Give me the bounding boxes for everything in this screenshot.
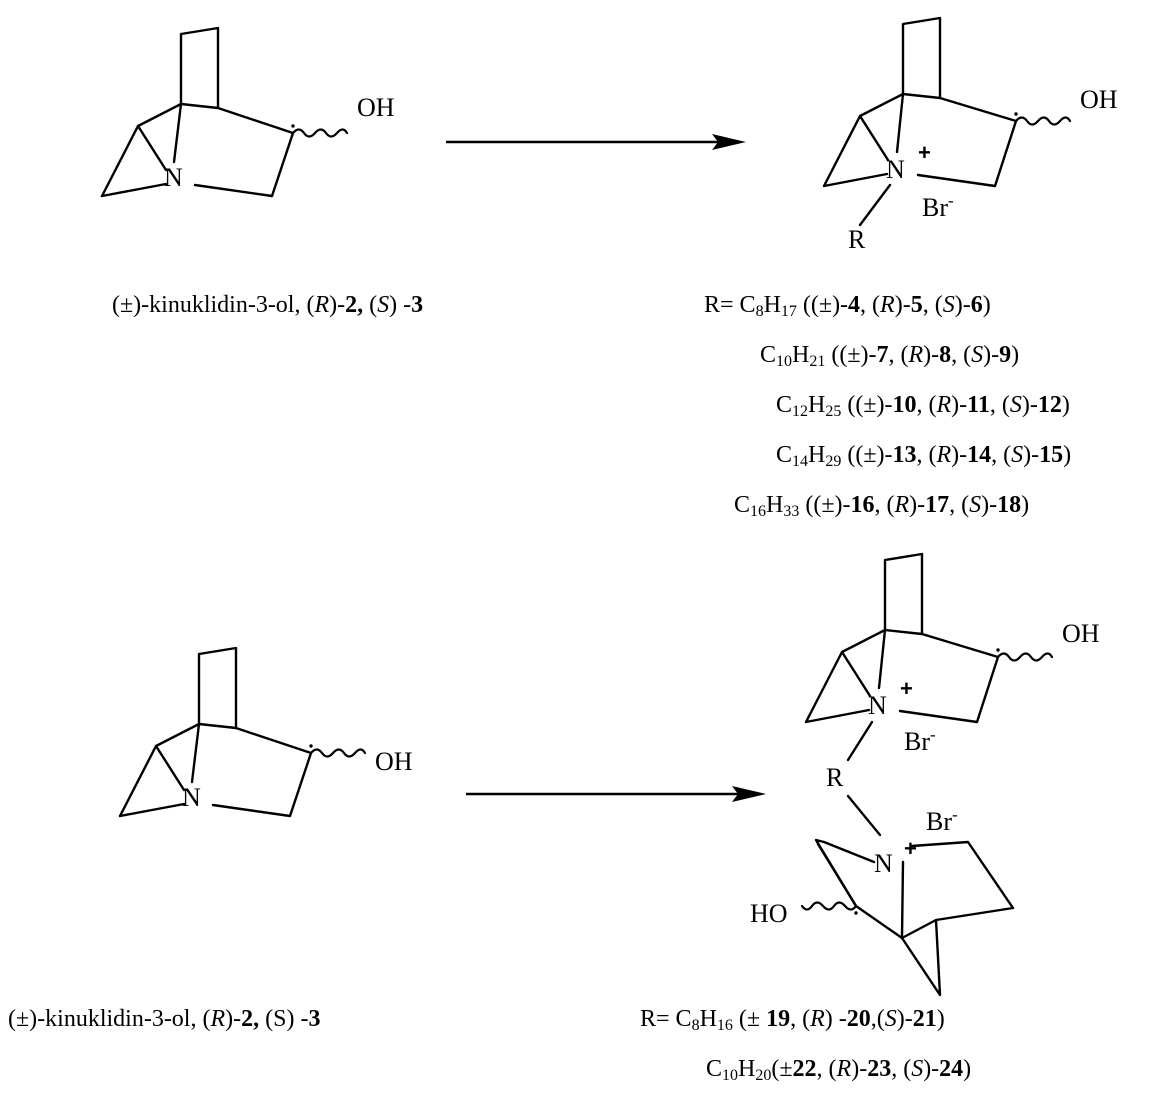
quinuclidinol-start-top: N OH xyxy=(100,26,395,198)
reaction-arrow-top xyxy=(446,134,746,150)
nitrogen-label: N xyxy=(874,849,893,878)
hydroxyl-label: OH xyxy=(375,747,413,776)
linker-group-label: R xyxy=(826,763,844,792)
product-row: C12H25 ((±)-10, (R)-11, (S)-12) xyxy=(776,392,1070,420)
start-caption-bottom: (±)-kinuklidin-3-ol, (R)-2, (S) -3 xyxy=(8,1006,321,1032)
product-row: C16H33 ((±)-16, (R)-17, (S)-18) xyxy=(734,492,1030,520)
quinuclidinium-product-top: N + OH Br- R xyxy=(822,16,1118,254)
hydroxyl-label: OH xyxy=(357,93,395,122)
product-row: C10H20(±22, (R)-23, (S)-24) xyxy=(706,1056,972,1084)
product-row: R= C8H16 (± 19, (R) -20,(S)-21) xyxy=(640,1006,945,1034)
bromide-label: Br- xyxy=(926,805,958,836)
start-caption-top: (±)-kinuklidin-3-ol, (R)-2, (S) -3 xyxy=(112,292,424,318)
product-row: C14H29 ((±)-13, (R)-14, (S)-15) xyxy=(776,442,1072,470)
alkyl-group-label: R xyxy=(848,225,866,254)
quinuclidinol-start-bottom: N OH xyxy=(118,646,413,818)
nitrogen-label: N xyxy=(182,783,201,812)
nitrogen-label: N xyxy=(164,163,183,192)
hydroxyl-label: OH xyxy=(1080,85,1118,114)
bromide-label: Br- xyxy=(922,191,954,222)
positive-charge: + xyxy=(904,836,917,861)
nitrogen-label: N xyxy=(868,691,887,720)
bis-quinuclidinium-product: N + OH Br- R N + Br- HO xyxy=(750,552,1100,997)
bromide-label: Br- xyxy=(904,725,936,756)
product-row: R= C8H17 ((±)-4, (R)-5, (S)-6) xyxy=(704,292,991,320)
nitrogen-label: N xyxy=(886,155,905,184)
reaction-arrow-bottom xyxy=(466,786,766,802)
hydroxyl-label: OH xyxy=(1062,619,1100,648)
positive-charge: + xyxy=(918,140,931,165)
positive-charge: + xyxy=(900,676,913,701)
hydroxyl-label: HO xyxy=(750,899,788,928)
product-row: C10H21 ((±)-7, (R)-8, (S)-9) xyxy=(760,342,1020,370)
